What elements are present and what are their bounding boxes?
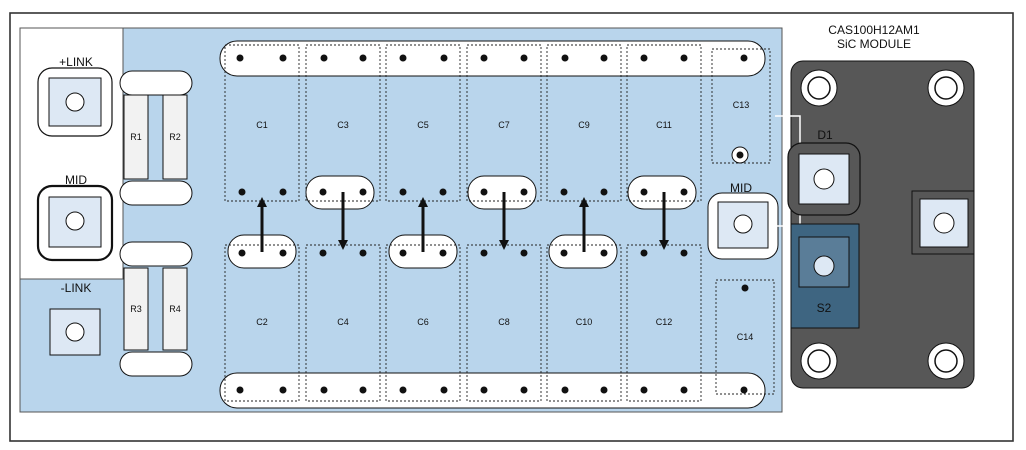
resistor-pads (119, 70, 193, 377)
resistor-r1: R1 (123, 94, 149, 180)
mid-terminal: MID (36, 173, 114, 262)
cap-label: C2 (256, 317, 268, 327)
cap-label: C12 (656, 317, 673, 327)
bottom-bus-rail (219, 372, 766, 409)
plus-link-label: +LINK (59, 55, 93, 69)
resistor-r4: R4 (162, 267, 188, 351)
cap-label: C10 (576, 317, 593, 327)
module-title-line2: SiC MODULE (837, 37, 911, 51)
resistor-label: R1 (130, 132, 142, 142)
s2-label: S2 (817, 301, 832, 315)
snubber-cap-c14: C14 (715, 279, 775, 395)
d1-label: D1 (817, 128, 833, 142)
module-title-line1: CAS100H12AM1 (828, 23, 920, 37)
cap-label: C6 (417, 317, 429, 327)
sic-module: D1 S2 (774, 60, 975, 389)
resistor-r3: R3 (123, 267, 149, 351)
cap-label: C8 (498, 317, 510, 327)
plus-link-terminal: +LINK (37, 55, 113, 137)
cap-label: C4 (337, 317, 349, 327)
cap-label: C3 (337, 120, 349, 130)
capacitor-labels: C1 C3 C5 C7 C9 C11 C2 C4 C6 C8 C10 C12 (256, 120, 672, 327)
top-bus-rail (219, 40, 766, 77)
resistor-label: R4 (169, 304, 181, 314)
snubber-cap-c13: C13 (711, 48, 771, 164)
cap-label: C14 (737, 332, 754, 342)
resistor-label: R3 (130, 304, 142, 314)
cap-label: C5 (417, 120, 429, 130)
resistor-r2: R2 (162, 94, 188, 180)
capacitor-pins (238, 188, 688, 257)
mid-label: MID (65, 173, 87, 187)
current-arrows (257, 192, 669, 252)
minus-link-terminal: -LINK (49, 281, 101, 356)
cap-label: C9 (578, 120, 590, 130)
cap-label: C7 (498, 120, 510, 130)
cap-label: C11 (656, 120, 672, 130)
cap-label: C1 (256, 120, 268, 130)
minus-link-label: -LINK (61, 281, 92, 295)
top-capacitors (224, 44, 702, 202)
board-mid-label: MID (730, 181, 752, 195)
board-mid-terminal: MID (707, 181, 779, 260)
resistor-label: R2 (169, 132, 181, 142)
cap-label: C13 (733, 100, 750, 110)
